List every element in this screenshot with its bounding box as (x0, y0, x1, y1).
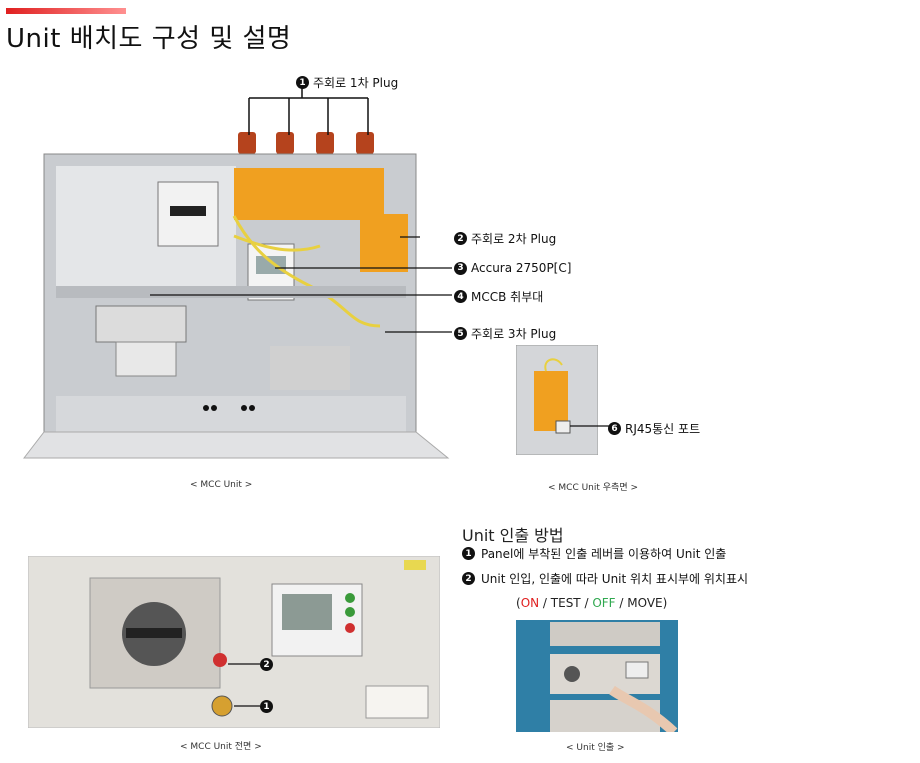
marker-number: 1 (260, 700, 273, 713)
status-on: ON (520, 596, 540, 610)
caption-mcc-unit-front: < MCC Unit 전면 > (180, 742, 262, 752)
caption-mcc-unit: < MCC Unit > (190, 480, 253, 490)
callout-4: 4 MCCB 취부대 (454, 288, 543, 305)
status-move: MOVE (627, 596, 663, 610)
callout-lines (150, 236, 452, 333)
step-number: 1 (462, 547, 475, 560)
callout-1-bracket (248, 81, 369, 135)
callout-number: 6 (608, 422, 621, 435)
callout-text: 주회로 1차 Plug (313, 76, 399, 90)
callout-number: 2 (454, 232, 467, 245)
front-marker-1: 1 (260, 700, 273, 713)
caption-mcc-unit-side: < MCC Unit 우측면 > (548, 483, 639, 493)
withdraw-step-2: 2 Unit 인입, 인출에 따라 Unit 위치 표시부에 위치표시 (462, 570, 748, 587)
step-text: Panel에 부착된 인출 레버를 이용하여 Unit 인출 (481, 547, 727, 561)
status-sep: / (615, 596, 628, 610)
callout-number: 1 (296, 76, 309, 89)
status-close-paren: ) (662, 596, 668, 610)
callout-1: 1 주회로 1차 Plug (296, 74, 398, 91)
callout-text: Accura 2750P[C] (471, 261, 572, 275)
status-sep: / (539, 596, 551, 610)
status-open-paren: ( (516, 596, 521, 610)
callout-text: MCCB 취부대 (471, 290, 544, 304)
status-test: TEST (550, 596, 581, 610)
callout-number: 4 (454, 290, 467, 303)
callout-text: 주회로 2차 Plug (471, 232, 557, 246)
callout-number: 5 (454, 327, 467, 340)
unit-withdraw-photo (516, 620, 678, 732)
callout-number: 3 (454, 261, 467, 275)
caption-unit-withdraw: < Unit 인출 > (566, 743, 625, 753)
mcc-unit-front-photo (28, 556, 440, 728)
callout-6: 6 RJ45통신 포트 (608, 420, 700, 437)
title-accent-bar (6, 8, 126, 14)
callout-text: RJ45통신 포트 (625, 422, 701, 436)
callout-6-line (570, 425, 610, 427)
mcc-unit-photo (22, 132, 450, 459)
callout-text: 주회로 3차 Plug (471, 327, 557, 341)
page-title: Unit 배치도 구성 및 설명 (6, 24, 292, 54)
marker-number: 2 (260, 658, 273, 671)
withdraw-method-title: Unit 인출 방법 (462, 526, 564, 545)
step-number: 2 (462, 572, 475, 585)
mcc-unit-side-photo (516, 345, 598, 455)
status-off: OFF (592, 596, 616, 610)
status-sep: / (580, 596, 593, 610)
withdraw-step-1: 1 Panel에 부착된 인출 레버를 이용하여 Unit 인출 (462, 545, 726, 562)
front-marker-2: 2 (260, 658, 273, 671)
step-text: Unit 인입, 인출에 따라 Unit 위치 표시부에 위치표시 (481, 572, 749, 586)
callout-2: 2 주회로 2차 Plug (454, 230, 556, 247)
position-status-legend: (ON / TEST / OFF / MOVE) (516, 596, 667, 610)
callout-5: 5 주회로 3차 Plug (454, 325, 556, 342)
callout-3: 3 Accura 2750P[C] (454, 261, 571, 275)
